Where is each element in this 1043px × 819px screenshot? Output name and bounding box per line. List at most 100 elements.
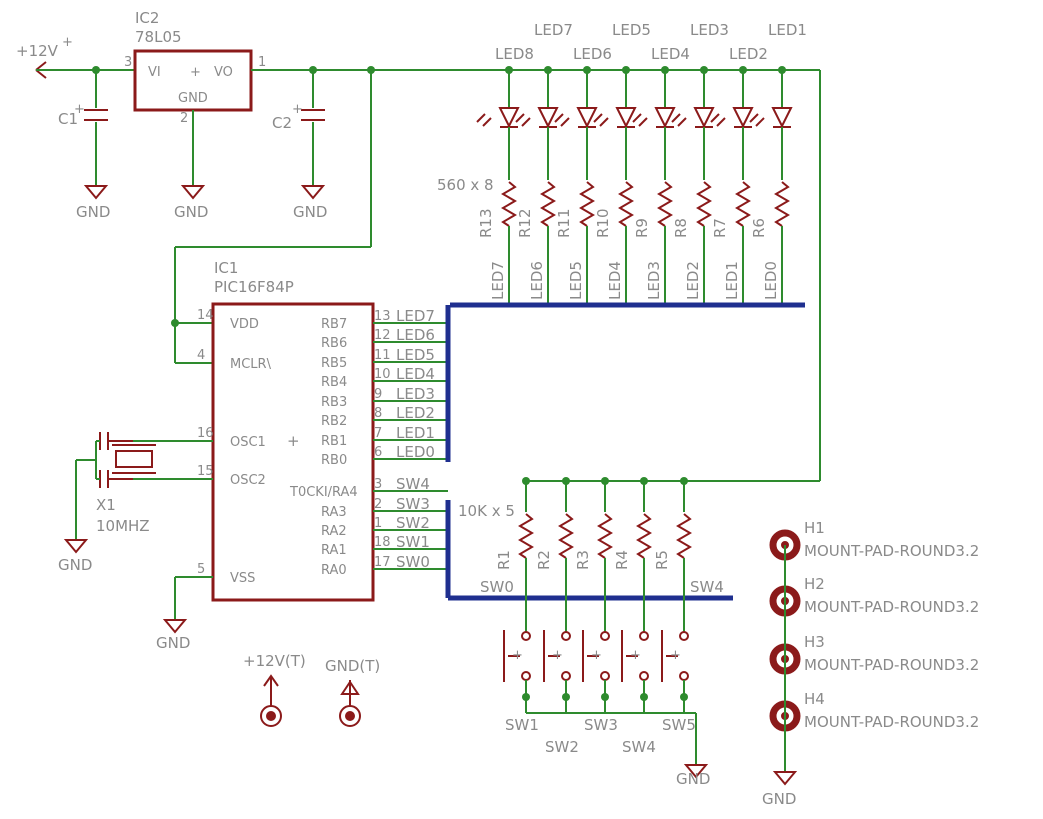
ground-icon [180, 185, 206, 200]
c1-label: C1 [58, 110, 78, 128]
mount-hole-name: H1 [804, 519, 825, 537]
mcu-pin-label: OSC1 [230, 435, 266, 450]
resistor-label: R5 [653, 550, 671, 570]
net-label: SW3 [396, 495, 430, 513]
net-label: SW4 [396, 475, 430, 493]
svg-text:+: + [74, 102, 85, 117]
regulator-box [133, 49, 253, 112]
junction-dot [640, 693, 648, 701]
mcu-pin-label: VDD [230, 317, 259, 332]
power-section: +12V + C1 + GND IC2 78L05 VI + VO GND 3 … [16, 9, 821, 482]
gnd-arrow-icon [340, 680, 360, 695]
net-label: LED4 [606, 261, 624, 300]
switch-plus: + [670, 648, 681, 663]
junction-dot [522, 693, 530, 701]
mcu-pin-number: 9 [374, 387, 382, 402]
mount-hole-value: MOUNT-PAD-ROUND3.2 [804, 598, 979, 616]
net-label: LED6 [396, 326, 435, 344]
net-label: LED4 [396, 365, 435, 383]
mcu-pin-label: RB7 [321, 317, 347, 332]
crystal: GND X1 10MHZ GND [58, 432, 213, 652]
ground-icon [63, 539, 89, 554]
led-label: LED1 [768, 21, 807, 39]
resistor-icon [540, 181, 556, 227]
led-emission-icon [554, 113, 570, 127]
resistor-label: R1 [495, 550, 513, 570]
led-icon [732, 107, 754, 129]
switch-plus: + [630, 648, 641, 663]
resistor-icon [518, 513, 534, 559]
sw-resistor-value: 10K x 5 [458, 502, 515, 520]
sw-net-last: SW4 [690, 578, 724, 596]
svg-text:1: 1 [258, 55, 266, 70]
resistor-icon [657, 181, 673, 227]
net-label: LED5 [567, 261, 585, 300]
mcu-pin-label: RB1 [321, 434, 347, 449]
resistor-label: R7 [711, 218, 729, 238]
junction-dot [562, 693, 570, 701]
test-pos-label: +12V(T) [243, 652, 306, 670]
mcu-pin-number: 6 [374, 445, 382, 460]
led-icon [771, 107, 793, 129]
mcu-pin-label: RA2 [321, 524, 347, 539]
switch-contact-icon [639, 631, 649, 641]
resistor-icon [597, 513, 613, 559]
mcu-pin-number: 13 [374, 309, 391, 324]
crystal-body [115, 450, 153, 468]
net-label: LED2 [684, 261, 702, 300]
led-emission-icon [593, 113, 609, 127]
led-icon [576, 107, 598, 129]
mcu-box [211, 302, 375, 602]
led-emission-icon [710, 113, 726, 127]
switch-contact-icon [561, 671, 571, 681]
led-resistor-value: 560 x 8 [437, 176, 494, 194]
test-points: +12V(T) GND(T) [243, 652, 380, 727]
led-label: LED7 [534, 21, 573, 39]
switch-contact-icon [561, 631, 571, 641]
led-label: LED4 [651, 45, 690, 63]
resistor-label: R12 [516, 208, 534, 238]
resistor-label: R4 [613, 550, 631, 570]
resistor-icon [501, 181, 517, 227]
net-label: LED3 [645, 261, 663, 300]
sw-net-first: SW0 [480, 578, 514, 596]
net-label: LED6 [528, 261, 546, 300]
net-label: SW0 [396, 553, 430, 571]
mcu-pin-number: 17 [374, 555, 391, 570]
mcu-pin-number: 1 [374, 516, 382, 531]
resistor-label: R2 [535, 550, 553, 570]
net-label: LED5 [396, 346, 435, 364]
mcu-pin-label: OSC2 [230, 473, 266, 488]
mcu-pin-label: RB0 [321, 453, 347, 468]
mount-holes: H1MOUNT-PAD-ROUND3.2H2MOUNT-PAD-ROUND3.2… [769, 519, 979, 732]
led-icon [615, 107, 637, 129]
regulator-name: IC2 [135, 9, 159, 27]
led-label: LED5 [612, 21, 651, 39]
mcu-pin-number: 4 [197, 348, 205, 363]
mcu-pin-label: VSS [230, 571, 255, 586]
mount-hole-name: H3 [804, 633, 825, 651]
net-label: LED3 [396, 385, 435, 403]
resistor-icon [558, 513, 574, 559]
gnd-reg-label: GND [174, 203, 208, 221]
resistor-icon [676, 513, 692, 559]
mcu-pin-number: 14 [197, 308, 214, 323]
mcu-pin-number: 3 [374, 477, 382, 492]
resistor-label: R9 [633, 218, 651, 238]
junction-dot [680, 693, 688, 701]
led-icon [654, 107, 676, 129]
mcu-pin-label: RA3 [321, 505, 347, 520]
net-label: LED0 [762, 261, 780, 300]
vin-label: +12V [16, 42, 59, 60]
ground-icon [162, 619, 188, 634]
switch-plus: + [552, 648, 563, 663]
resistor-icon [579, 181, 595, 227]
mcu: IC1 PIC16F84P + [211, 259, 375, 602]
net-label: SW1 [396, 533, 430, 551]
svg-text:3: 3 [124, 55, 132, 70]
mount-hole-value: MOUNT-PAD-ROUND3.2 [804, 656, 979, 674]
switch-contact-icon [600, 631, 610, 641]
